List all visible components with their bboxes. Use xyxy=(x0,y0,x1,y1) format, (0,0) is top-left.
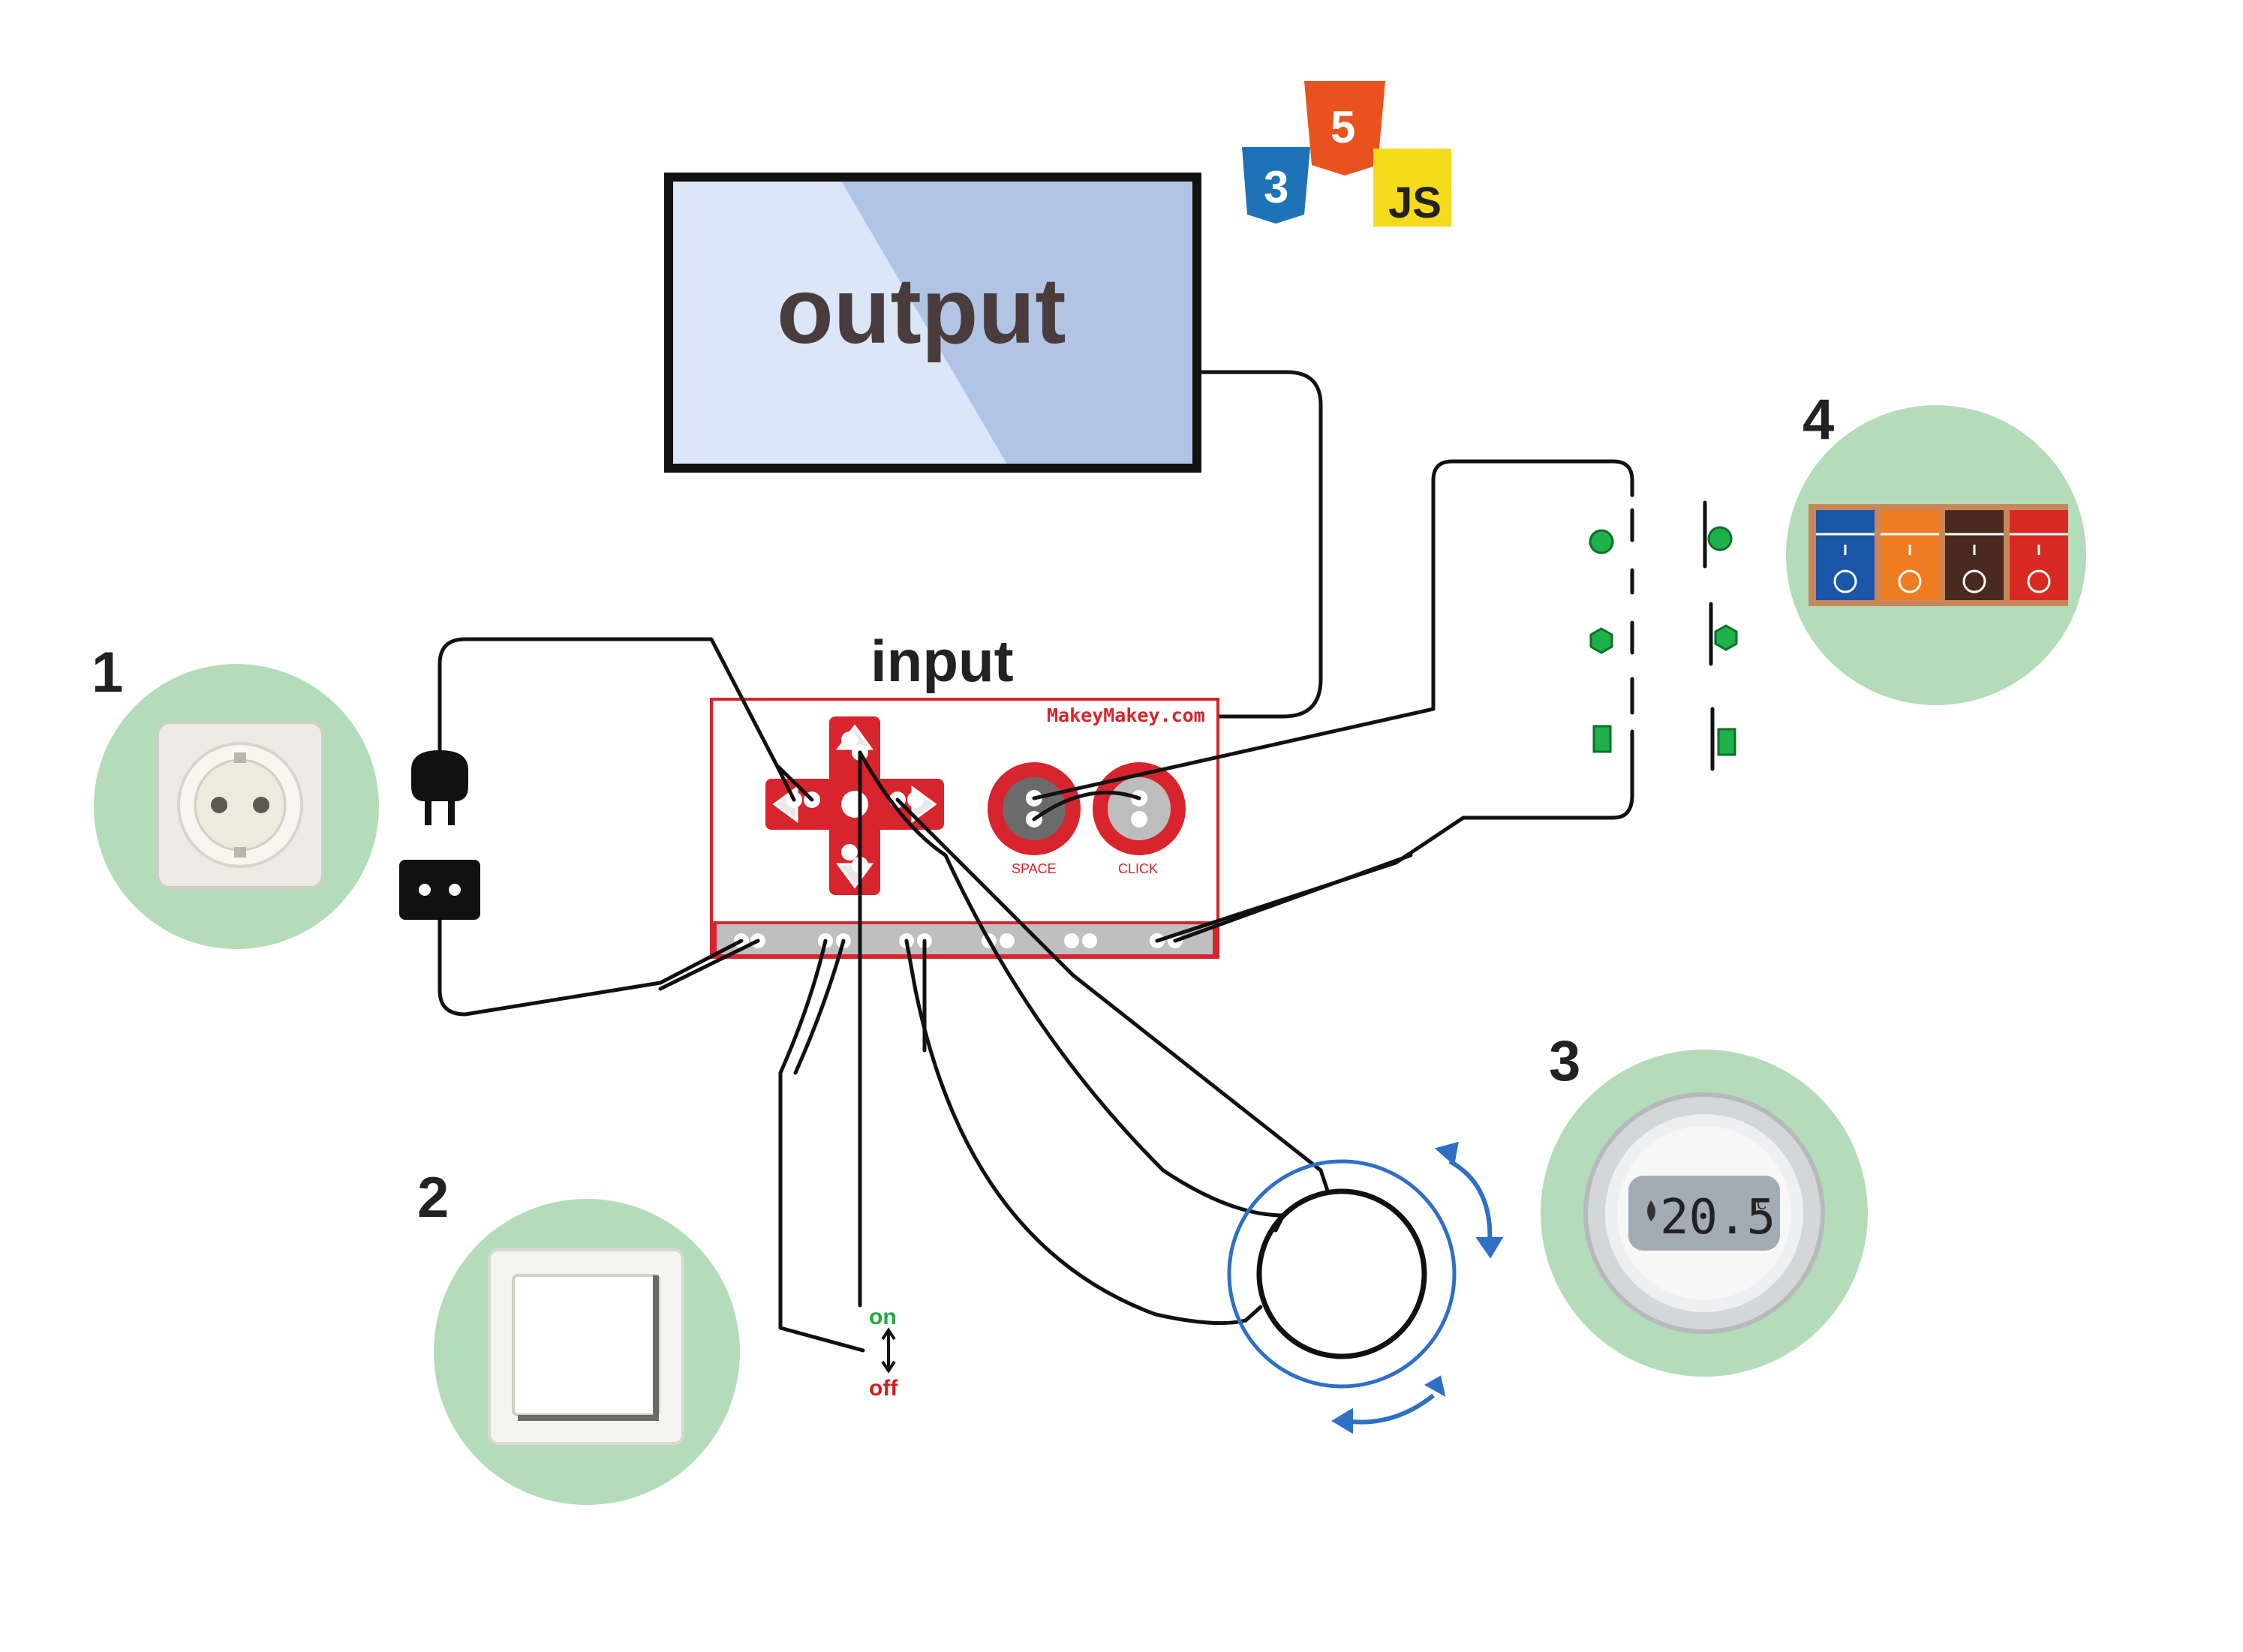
device-4-number: 4 xyxy=(1803,388,1834,452)
recycling-bins-icon xyxy=(1809,504,2068,606)
thermostat-dial xyxy=(1227,1141,1504,1434)
light-switch-icon xyxy=(488,1248,684,1445)
css3-icon: 3 xyxy=(1242,147,1310,224)
board-brand: MakeyMakey.com xyxy=(1047,704,1205,726)
html5-glyph: 5 xyxy=(1330,102,1355,152)
device-2-number: 2 xyxy=(417,1166,449,1230)
click-pad: CLICK xyxy=(1093,762,1186,876)
switch-off-label: off xyxy=(869,1376,898,1401)
thermostat-unit: °C xyxy=(1751,1197,1766,1212)
thermostat-icon: 20.5 °C xyxy=(1583,1092,1825,1334)
signal-wire xyxy=(1195,370,1323,719)
css3-glyph: 3 xyxy=(1264,162,1288,212)
device-1-number: 1 xyxy=(92,641,123,704)
plug-icon xyxy=(411,750,468,825)
makey-makey-board: MakeyMakey.com SPACE xyxy=(710,698,1219,959)
device-1-socket: 1 xyxy=(92,641,379,949)
device-3-thermostat: 20.5 °C 3 xyxy=(1541,1029,1868,1377)
arrow-pad xyxy=(765,716,944,895)
sensor-square-icon xyxy=(1592,725,1612,753)
click-label: CLICK xyxy=(1118,861,1158,876)
sensor-hexagon-icon xyxy=(1589,627,1613,654)
sensor-hexagon-icon xyxy=(1714,624,1738,651)
output-screen: output xyxy=(664,173,1201,473)
device-4-recycling: 4 xyxy=(1786,388,2086,705)
thermostat-display: 20.5 xyxy=(1660,1190,1775,1245)
on-off-switch: on off xyxy=(869,1305,898,1401)
sensor-square-icon xyxy=(1717,728,1736,756)
sensor-circle-icon xyxy=(1589,529,1614,554)
device-3-number: 3 xyxy=(1549,1029,1580,1093)
space-label: SPACE xyxy=(1012,861,1057,876)
sensor-circle-icon xyxy=(1707,526,1733,551)
output-label: output xyxy=(777,260,1066,363)
wall-socket-icon xyxy=(156,721,324,889)
javascript-icon: JS xyxy=(1373,149,1451,227)
rotate-arrow-icon xyxy=(1331,1141,1504,1434)
js-glyph: JS xyxy=(1388,179,1442,227)
device-2-switch: 2 xyxy=(417,1166,740,1505)
html5-icon: 5 xyxy=(1304,81,1385,176)
sensor-markers xyxy=(1589,526,1738,756)
tech-logos: 3 5 JS xyxy=(1242,81,1451,227)
outlet-icon xyxy=(399,860,480,920)
wires xyxy=(437,459,1715,1353)
input-label: input xyxy=(870,628,1014,694)
switch-on-label: on xyxy=(869,1305,897,1329)
